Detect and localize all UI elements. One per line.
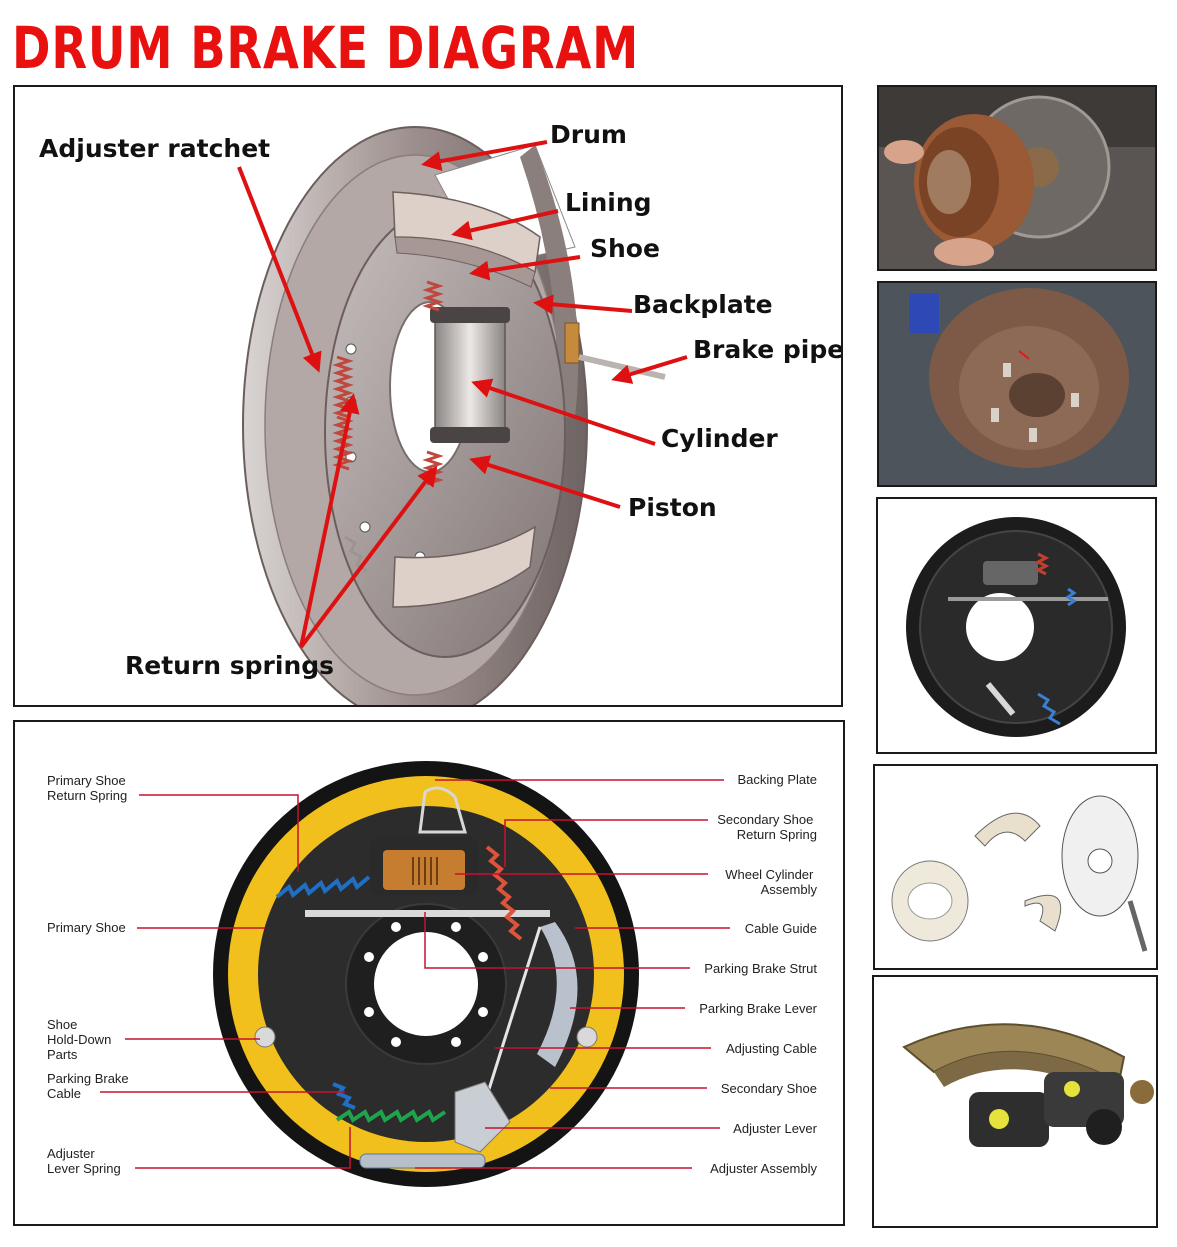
label-parking-brake-lever: Parking Brake Lever <box>699 1001 817 1016</box>
spring-anchor <box>418 786 467 834</box>
secondary-shoe-web <box>537 922 578 1067</box>
label-shoe: Shoe <box>590 234 660 263</box>
photo-brake-assembly <box>876 497 1157 754</box>
photo-rusty-drum <box>877 281 1157 487</box>
rusty-drum-illustration <box>879 283 1155 485</box>
adjusting-cable <box>483 926 542 1103</box>
label-backplate: Backplate <box>633 290 773 319</box>
hub-bolt-holes <box>364 922 488 1047</box>
shoe-cylinder-illustration <box>874 977 1156 1226</box>
label-secondary-shoe: Secondary Shoe <box>721 1081 817 1096</box>
drum-cutaway-diagram: Adjuster ratchet Drum Lining Shoe Backpl… <box>13 85 843 707</box>
parking-brake-strut <box>305 910 550 917</box>
label-adjuster-ratchet: Adjuster ratchet <box>39 134 270 163</box>
return-springs-illustration <box>275 845 523 1123</box>
label-piston: Piston <box>628 493 717 522</box>
label-parking-brake-cable: Parking Brake Cable <box>47 1071 132 1101</box>
lower-shoe-lining <box>392 525 536 608</box>
drum-cutaway-illustration: Adjuster ratchet Drum Lining Shoe Backpl… <box>39 120 841 705</box>
callout-arrows <box>237 140 688 649</box>
adjuster-lever-part <box>454 1081 511 1153</box>
photo-exploded-parts <box>873 764 1158 970</box>
label-adjuster-assembly: Adjuster Assembly <box>710 1161 817 1176</box>
page-title: DRUM BRAKE DIAGRAM <box>12 14 640 82</box>
label-cable-guide: Cable Guide <box>745 921 817 936</box>
label-adjusting-cable: Adjusting Cable <box>726 1041 817 1056</box>
leader-lines <box>100 779 730 1169</box>
label-primary-shoe: Primary Shoe <box>47 920 126 935</box>
label-drum: Drum <box>550 120 627 149</box>
label-backing-plate: Backing Plate <box>738 772 818 787</box>
photo-drum-removal <box>877 85 1157 271</box>
hub-hole <box>374 932 478 1036</box>
hold-down-pin-left <box>254 1026 276 1048</box>
hold-down-pin-right <box>576 1026 598 1048</box>
label-shoe-hold-down-parts: Shoe Hold-Down Parts <box>47 1017 115 1062</box>
wheel-cylinder-assembly <box>370 837 478 895</box>
label-lining: Lining <box>565 188 652 217</box>
label-parking-brake-strut: Parking Brake Strut <box>704 961 817 976</box>
label-adjuster-lever: Adjuster Lever <box>733 1121 817 1136</box>
label-cylinder: Cylinder <box>661 424 778 453</box>
photo-shoe-and-cylinders <box>872 975 1158 1228</box>
adjuster-assembly-part <box>359 1153 486 1169</box>
label-secondary-shoe-return-spring: Secondary Shoe Return Spring <box>717 812 817 842</box>
drum-removal-illustration <box>879 87 1155 269</box>
label-wheel-cylinder-assembly: Wheel Cylinder Assembly <box>725 867 817 897</box>
brake-assembly-illustration <box>878 499 1155 752</box>
drum-brake-parts-illustration: Primary Shoe Return Spring Primary Shoe … <box>47 761 818 1187</box>
label-return-springs: Return springs <box>125 651 334 680</box>
label-primary-shoe-return-spring: Primary Shoe Return Spring <box>47 773 129 803</box>
wheel-cylinder <box>430 307 510 443</box>
label-adjuster-lever-spring: Adjuster Lever Spring <box>47 1146 121 1176</box>
label-brake-pipe: Brake pipe <box>693 335 841 364</box>
exploded-parts-illustration <box>875 766 1156 968</box>
drum-brake-parts-diagram: Primary Shoe Return Spring Primary Shoe … <box>13 720 845 1226</box>
